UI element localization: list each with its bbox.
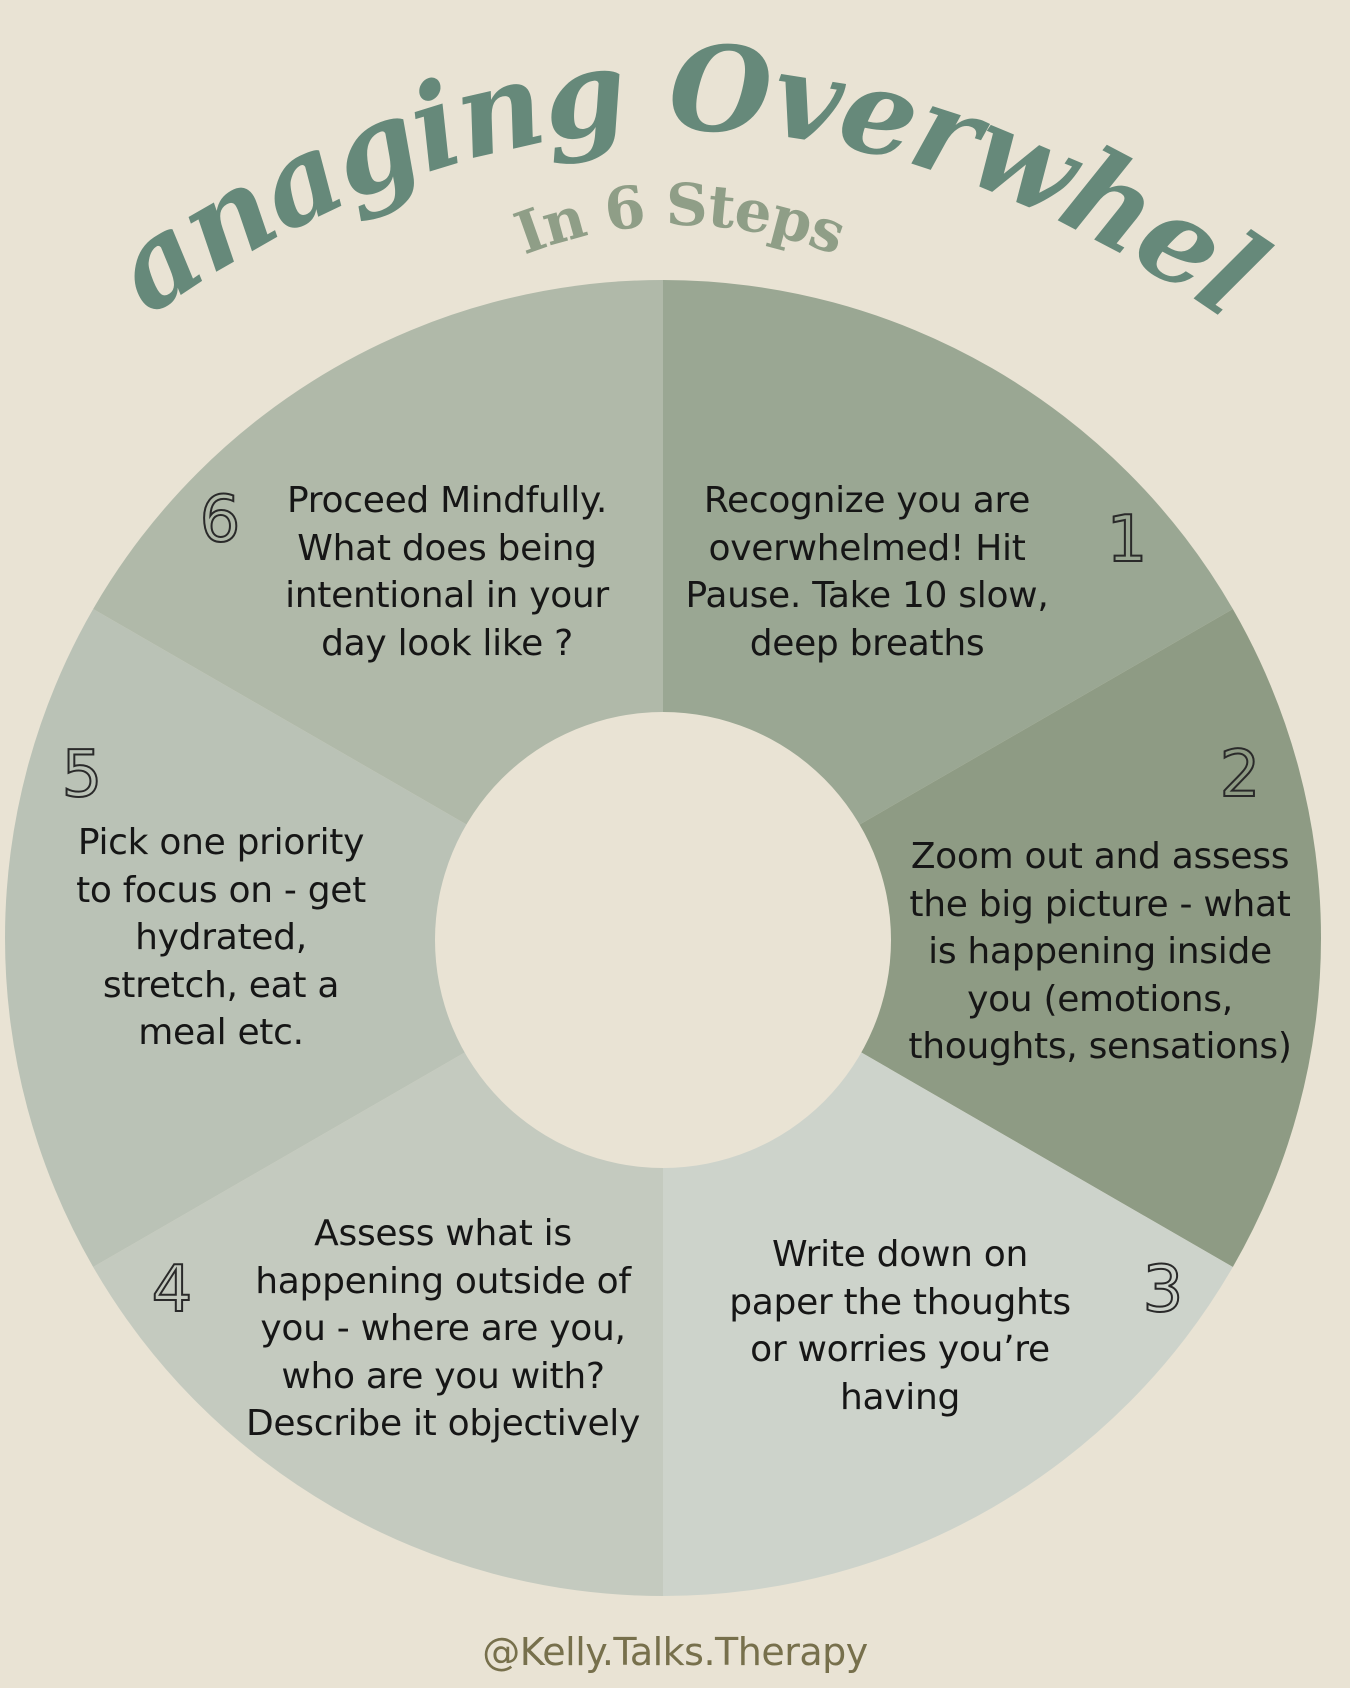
step-line: hydrated, xyxy=(135,917,307,958)
step-line: meal etc. xyxy=(138,1012,304,1053)
step-line: is happening inside xyxy=(928,931,1272,972)
step-line: Pick one priority xyxy=(77,822,365,863)
step-line: or worries you’re xyxy=(750,1329,1050,1370)
step-line: overwhelmed! Hit xyxy=(708,527,1026,569)
step-line: Describe it objectively xyxy=(245,1403,641,1444)
step-line: the big picture - what xyxy=(909,883,1291,925)
step-line: to focus on - get xyxy=(76,869,366,911)
step-5-text: Pick one priority to focus on - get hydr… xyxy=(76,819,366,1057)
step-line: thoughts, sensations) xyxy=(908,1026,1292,1067)
step-line: intentional in your xyxy=(285,575,609,616)
step-line: Assess what is xyxy=(314,1213,572,1254)
step-4-text: Assess what is happening outside of you … xyxy=(246,1210,640,1448)
step-6-text: Proceed Mindfully. What does being inten… xyxy=(285,477,609,667)
step-line: What does being xyxy=(297,527,597,569)
step-line: deep breaths xyxy=(749,622,985,664)
step-line: you - where are you, xyxy=(260,1308,626,1349)
step-2-text: Zoom out and assess the big picture - wh… xyxy=(908,833,1292,1071)
step-line: day look like ? xyxy=(321,622,573,664)
step-line: stretch, eat a xyxy=(102,964,340,1006)
step-3-number: 3 xyxy=(1142,1253,1185,1327)
step-line: Recognize you are xyxy=(703,480,1031,521)
step-line: Proceed Mindfully. xyxy=(287,480,607,521)
step-3-text: Write down on paper the thoughts or worr… xyxy=(729,1231,1071,1421)
step-5-number: 5 xyxy=(61,738,104,812)
step-line: Write down on xyxy=(771,1234,1028,1275)
step-1-number: 1 xyxy=(1106,503,1149,577)
footer-handle: @Kelly.Talks.Therapy xyxy=(482,1630,868,1674)
step-2-number: 2 xyxy=(1219,738,1262,812)
step-line: Pause. Take 10 slow, xyxy=(685,575,1049,616)
step-line: happening outside of xyxy=(255,1260,631,1302)
step-4-number: 4 xyxy=(151,1253,194,1327)
wheel-segment-5 xyxy=(4,609,663,1267)
wheel-segment-2 xyxy=(663,609,1321,1267)
step-line: having xyxy=(839,1376,961,1418)
step-line: Zoom out and assess xyxy=(910,836,1290,877)
step-line: you (emotions, xyxy=(967,978,1233,1020)
wheel-center-hole xyxy=(435,712,891,1168)
step-1-text: Recognize you are overwhelmed! Hit Pause… xyxy=(686,477,1049,667)
step-6-number: 6 xyxy=(199,483,242,557)
step-line: who are you with? xyxy=(281,1355,605,1397)
step-line: paper the thoughts xyxy=(729,1281,1071,1323)
